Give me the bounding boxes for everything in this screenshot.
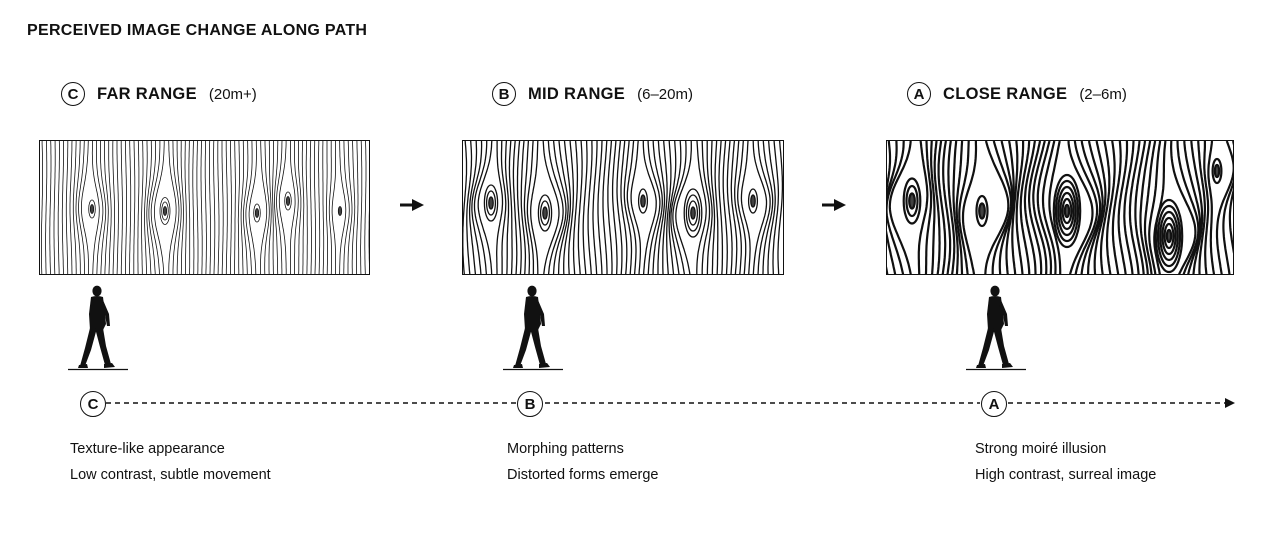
arrow-right-icon [400, 199, 424, 211]
header-far-range: C FAR RANGE (20m+) [61, 80, 257, 108]
mid-range-badge: B [492, 82, 516, 106]
close-range-line-2: High contrast, surreal image [975, 467, 1157, 483]
far-range-label: FAR RANGE [97, 84, 197, 103]
far-range-line-1: Texture-like appearance [70, 441, 225, 457]
close-range-line-1: Strong moiré illusion [975, 441, 1107, 457]
path-marker-mid: B [517, 391, 543, 417]
path-marker-far: C [80, 391, 106, 417]
page-title: PERCEIVED IMAGE CHANGE ALONG PATH [27, 22, 368, 39]
far-range-description: Texture-like appearance Low contrast, su… [70, 436, 271, 488]
close-range-pattern [886, 140, 1234, 275]
close-range-description: Strong moiré illusion High contrast, sur… [975, 436, 1156, 488]
path-marker-close: A [981, 391, 1007, 417]
far-range-pattern [39, 140, 370, 275]
header-close-range: A CLOSE RANGE (2–6m) [907, 80, 1127, 108]
path-end-arrow-icon [1225, 398, 1235, 408]
far-range-distance: (20m+) [208, 85, 257, 103]
mid-range-line-2: Distorted forms emerge [507, 467, 659, 483]
mid-range-pattern [462, 140, 784, 275]
mid-range-label: MID RANGE [528, 84, 626, 103]
mid-range-line-1: Morphing patterns [507, 441, 624, 457]
header-mid-range: B MID RANGE (6–20m) [492, 80, 693, 108]
arrow-right-icon [822, 199, 846, 211]
mid-range-distance: (6–20m) [637, 85, 693, 103]
mid-range-description: Morphing patterns Distorted forms emerge [507, 436, 659, 488]
walking-person-icon [68, 285, 128, 371]
close-range-distance: (2–6m) [1079, 85, 1127, 103]
far-range-line-2: Low contrast, subtle movement [70, 467, 271, 483]
walking-person-icon [503, 285, 563, 371]
close-range-badge: A [907, 82, 931, 106]
walking-person-icon [966, 285, 1026, 371]
far-range-badge: C [61, 82, 85, 106]
close-range-label: CLOSE RANGE [943, 84, 1068, 103]
